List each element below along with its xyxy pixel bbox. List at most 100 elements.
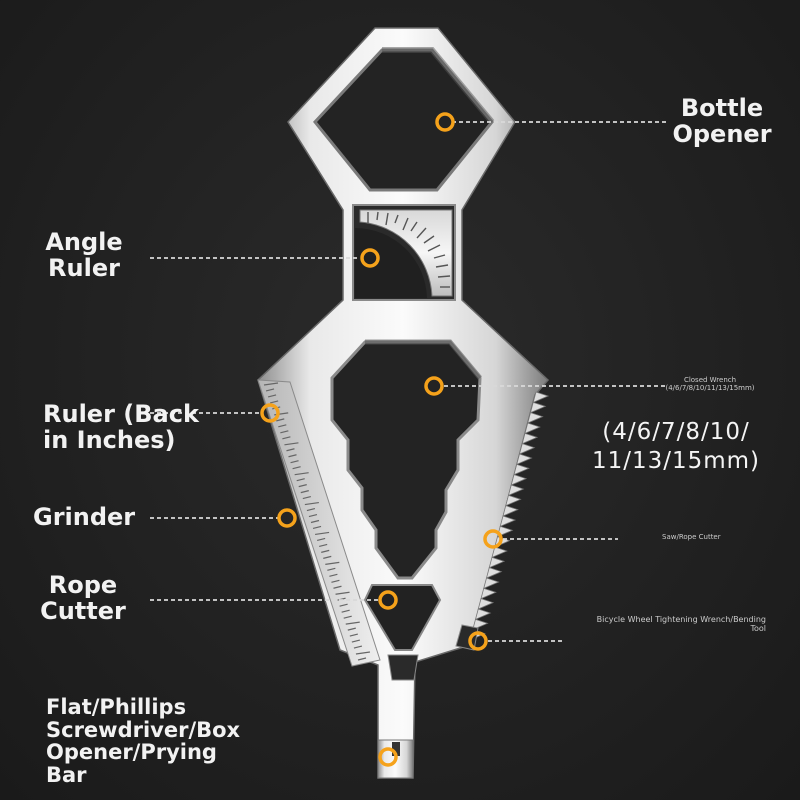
label-line: Bar bbox=[46, 763, 87, 788]
ruler-tick bbox=[347, 627, 356, 631]
marker-ring-icon bbox=[468, 631, 488, 651]
bicycle-wrench-label: Bicycle Wheel Tightening Wrench/Bending … bbox=[566, 615, 766, 633]
ruler-tick bbox=[341, 609, 350, 613]
angle-ruler-label: Angle Ruler bbox=[40, 228, 128, 282]
leader-lines bbox=[150, 121, 668, 642]
label-line: Flat/Phillips bbox=[46, 695, 187, 719]
saw-tooth bbox=[485, 567, 503, 579]
saw-tooth bbox=[505, 494, 522, 507]
ruler-tick bbox=[276, 418, 285, 422]
ruler-tick bbox=[357, 657, 367, 661]
ruler-tick bbox=[331, 579, 340, 583]
saw-label: Saw/Rope Cutter bbox=[662, 533, 721, 541]
saw-tooth bbox=[513, 463, 530, 476]
saw-tooth bbox=[477, 598, 495, 610]
label-line: (4/6/7/8/10/11/13/15mm) bbox=[665, 383, 755, 392]
ruler-tick bbox=[282, 436, 291, 440]
ruler-tick bbox=[298, 484, 307, 488]
ruler-tick bbox=[300, 490, 309, 494]
ruler-tick bbox=[343, 615, 352, 619]
ruler-tick bbox=[312, 525, 322, 530]
saw-tooth bbox=[527, 412, 544, 424]
ruler-tick bbox=[280, 430, 289, 434]
ruler-tick bbox=[315, 531, 330, 536]
ruler-tick bbox=[353, 645, 363, 649]
ruler-tick bbox=[294, 472, 309, 476]
wrench-sizes-label: (4/6/7/8/10/ 11/13/15mm) bbox=[566, 420, 786, 474]
angle-ruler-window bbox=[352, 204, 456, 301]
ruler-tick bbox=[290, 460, 299, 464]
label-line: Rope bbox=[48, 571, 118, 599]
ruler-tick bbox=[319, 543, 328, 547]
label-line: (4/6/7/8/10/ bbox=[602, 419, 750, 445]
marker-ring-icon bbox=[378, 747, 398, 767]
ruler-tick bbox=[333, 585, 342, 589]
ruler-tick bbox=[288, 454, 297, 458]
closed-wrench-label: Closed Wrench (4/6/7/8/10/11/13/15mm) bbox=[640, 376, 780, 392]
saw-tooth bbox=[516, 453, 533, 466]
marker-ring-icon bbox=[378, 590, 398, 610]
saw-tooth bbox=[510, 474, 528, 486]
saw-tooth bbox=[474, 608, 492, 621]
ruler-tick bbox=[263, 382, 279, 386]
ruler-edge bbox=[257, 379, 381, 667]
marker-ring-icon bbox=[483, 529, 503, 549]
saw-tooth bbox=[472, 618, 489, 631]
saw-tooth bbox=[507, 484, 525, 497]
saw-tooth bbox=[491, 546, 508, 559]
saw-tooth bbox=[532, 391, 550, 404]
label-line: Angle bbox=[45, 228, 123, 256]
ruler-tick bbox=[304, 501, 319, 506]
label-line: Bicycle Wheel Tightening Wrench/Bending bbox=[596, 615, 766, 624]
label-line: Bottle bbox=[680, 94, 764, 122]
saw-tooth bbox=[488, 556, 506, 569]
ruler-tick bbox=[329, 573, 338, 577]
grinder-label: Grinder bbox=[33, 503, 136, 531]
closed-wrench-hole bbox=[330, 340, 482, 580]
label-line: Ruler (Back bbox=[43, 400, 199, 428]
label-line: in Inches) bbox=[43, 425, 176, 454]
ruler-tick bbox=[345, 621, 360, 625]
ruler-tick bbox=[284, 442, 299, 446]
ruler-tick bbox=[296, 478, 305, 482]
ruler-tick bbox=[269, 400, 279, 404]
saw-tooth bbox=[529, 401, 547, 414]
ruler-tick bbox=[292, 466, 301, 470]
label-line: Screwdriver/Box bbox=[46, 717, 241, 742]
rope-cutter-label: Rope Cutter bbox=[40, 571, 126, 625]
ruler-tick bbox=[321, 549, 330, 553]
label-line: Opener/Prying bbox=[46, 740, 217, 765]
ruler-tick bbox=[310, 519, 320, 524]
label-line: Ruler bbox=[48, 253, 120, 282]
ruler-tick bbox=[327, 567, 336, 571]
saw-tooth bbox=[524, 422, 541, 435]
ruler-tick bbox=[323, 555, 332, 559]
ruler-tick bbox=[349, 633, 358, 637]
saw-tooth bbox=[521, 432, 539, 445]
screwdriver-label: Flat/Phillips Screwdriver/Box Opener/Pry… bbox=[46, 696, 240, 787]
label-line: 11/13/15mm) bbox=[591, 447, 761, 474]
marker-ring-icon bbox=[435, 112, 455, 132]
label-line: Cutter bbox=[40, 596, 126, 625]
label-line: Opener bbox=[672, 119, 772, 148]
ruler-tick bbox=[308, 513, 318, 518]
ruler-tick bbox=[286, 448, 295, 452]
ruler-tick bbox=[306, 507, 316, 512]
saw-tooth bbox=[483, 577, 500, 590]
ruler-tick bbox=[335, 591, 350, 595]
ruler-tick bbox=[339, 603, 348, 607]
saw-tooth bbox=[480, 587, 497, 600]
rope-cutter-slot bbox=[363, 584, 442, 651]
label-line: Tool bbox=[750, 623, 766, 633]
saw-tooth bbox=[499, 515, 517, 528]
ruler-tick bbox=[265, 388, 275, 392]
marker-ring-icon bbox=[424, 376, 444, 396]
marker-ring-icon bbox=[260, 403, 280, 423]
ruler-label: Ruler (Back in Inches) bbox=[43, 400, 199, 454]
bottle-opener-label: Bottle Opener bbox=[672, 94, 772, 148]
ruler-tick bbox=[316, 537, 326, 542]
marker-ring-icon bbox=[360, 248, 380, 268]
ruler-tick bbox=[325, 561, 340, 565]
